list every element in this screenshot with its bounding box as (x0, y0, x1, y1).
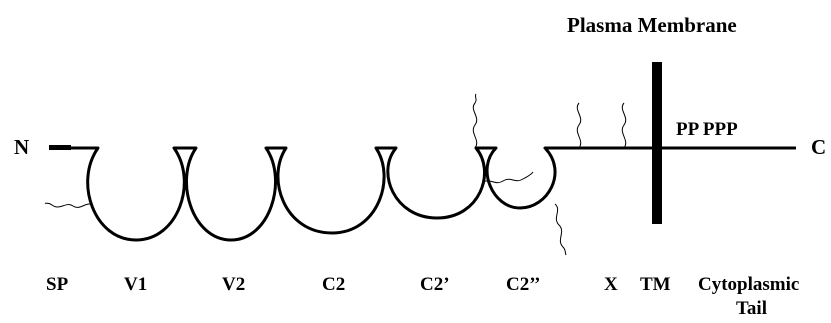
proline-motif-label: PP PPP (676, 119, 738, 140)
domain-label-v1: V1 (124, 274, 147, 295)
domain-label-c2: C2 (322, 274, 345, 295)
glycan-squiggle-3 (482, 171, 534, 184)
domain-label-x: X (604, 274, 618, 295)
domain-label-c2-prime: C2’ (420, 274, 450, 295)
c-terminus-label: C (811, 135, 826, 159)
membrane-title: Plasma Membrane (567, 13, 737, 37)
glycan-squiggle-5 (576, 102, 582, 149)
domain-label-c2-double-prime: C2’’ (506, 274, 540, 295)
glycan-squiggle-1 (44, 202, 94, 208)
glycan-squiggle-6 (621, 102, 627, 149)
domain-label-tail: Tail (736, 298, 767, 319)
domain-label-cytoplasmic: Cytoplasmic (698, 274, 799, 295)
glycan-squiggle-2 (472, 93, 478, 149)
domain-label-sp: SP (46, 274, 69, 295)
glycan-squiggle-4 (554, 203, 567, 256)
signal-peptide-bar (49, 145, 71, 150)
n-terminus-label: N (14, 135, 29, 159)
domain-label-tm: TM (640, 274, 671, 295)
extracellular-loops-chain (71, 146, 568, 242)
transmembrane-bar (652, 62, 662, 224)
domain-label-v2: V2 (222, 274, 245, 295)
